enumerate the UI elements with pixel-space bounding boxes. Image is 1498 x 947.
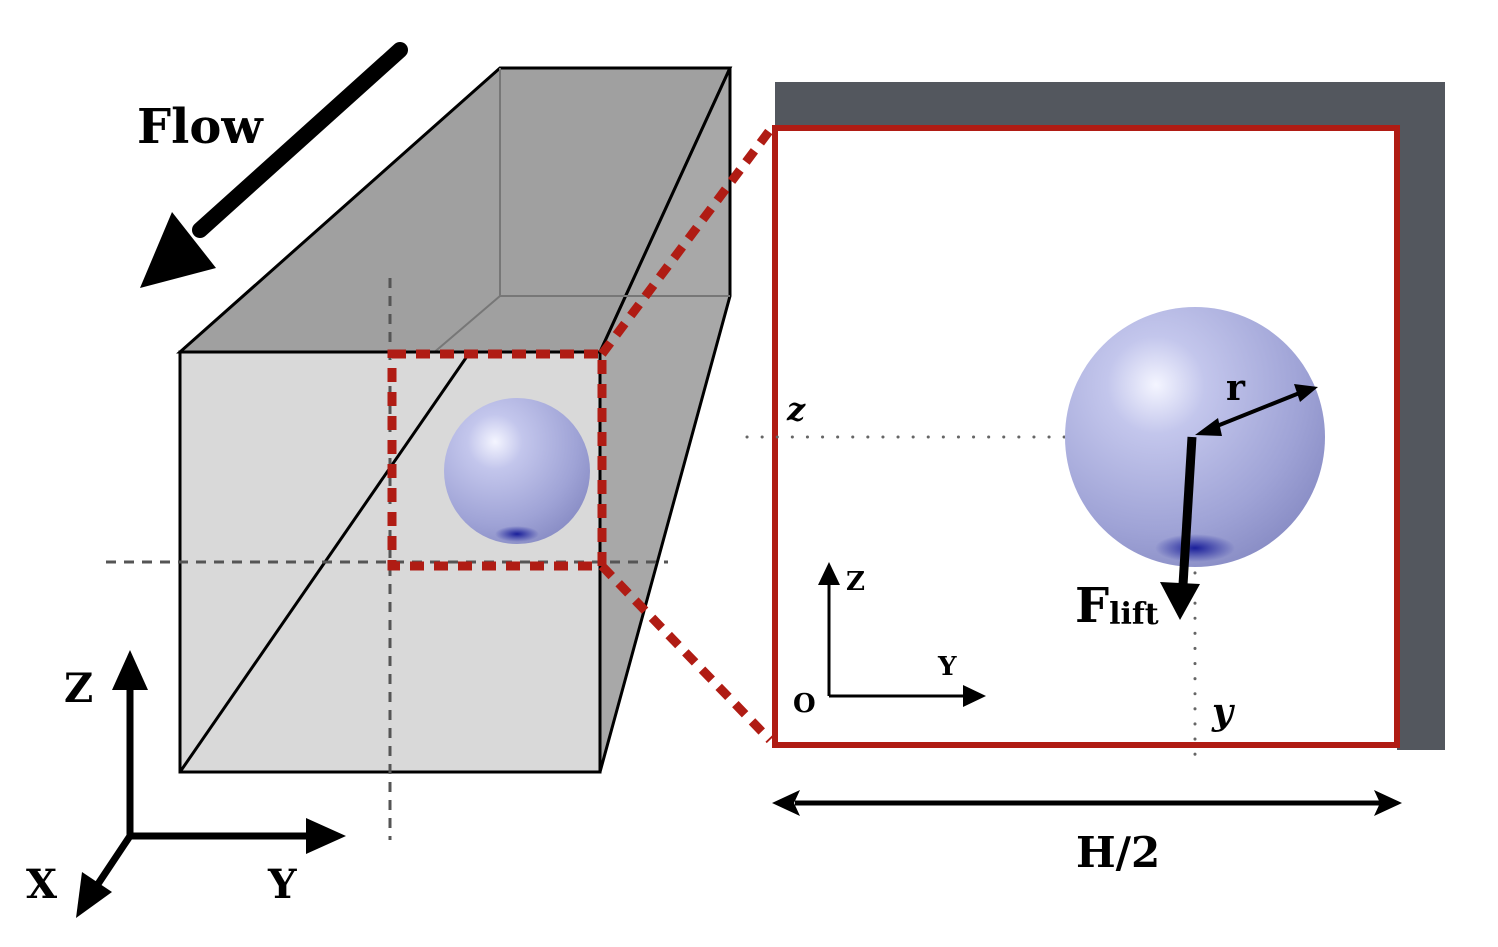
y-coordinate-label: y [1211, 691, 1235, 733]
z-coordinate-label: z [786, 390, 806, 428]
inset-axis-y-label: Y [937, 652, 957, 682]
zoom-region [387, 127, 774, 744]
radius-arrow-icon [1195, 384, 1318, 436]
axis3d-y-label: Y [267, 861, 297, 908]
axis3d-x-label: X [26, 861, 57, 908]
particle-sphere-large [1065, 307, 1325, 567]
particle-sphere-small [444, 398, 590, 544]
inset-axis-z-label: Z [846, 567, 865, 597]
flow-label: Flow [137, 99, 264, 155]
width-label: H/2 [1076, 828, 1160, 877]
axis3d-z-label: Z [64, 665, 93, 712]
radius-label: r [1226, 367, 1246, 409]
channel-3d [106, 66, 733, 840]
lift-force-label: Flift [1075, 578, 1159, 634]
flow-arrow-icon [140, 42, 408, 288]
channel-wall [775, 82, 1445, 750]
width-dimension-arrow-icon [772, 790, 1402, 816]
lift-force-arrow-icon [1160, 436, 1200, 620]
axes-3d-icon [76, 650, 346, 918]
axes-2d-icon [818, 562, 986, 707]
origin-label: O [793, 689, 816, 719]
